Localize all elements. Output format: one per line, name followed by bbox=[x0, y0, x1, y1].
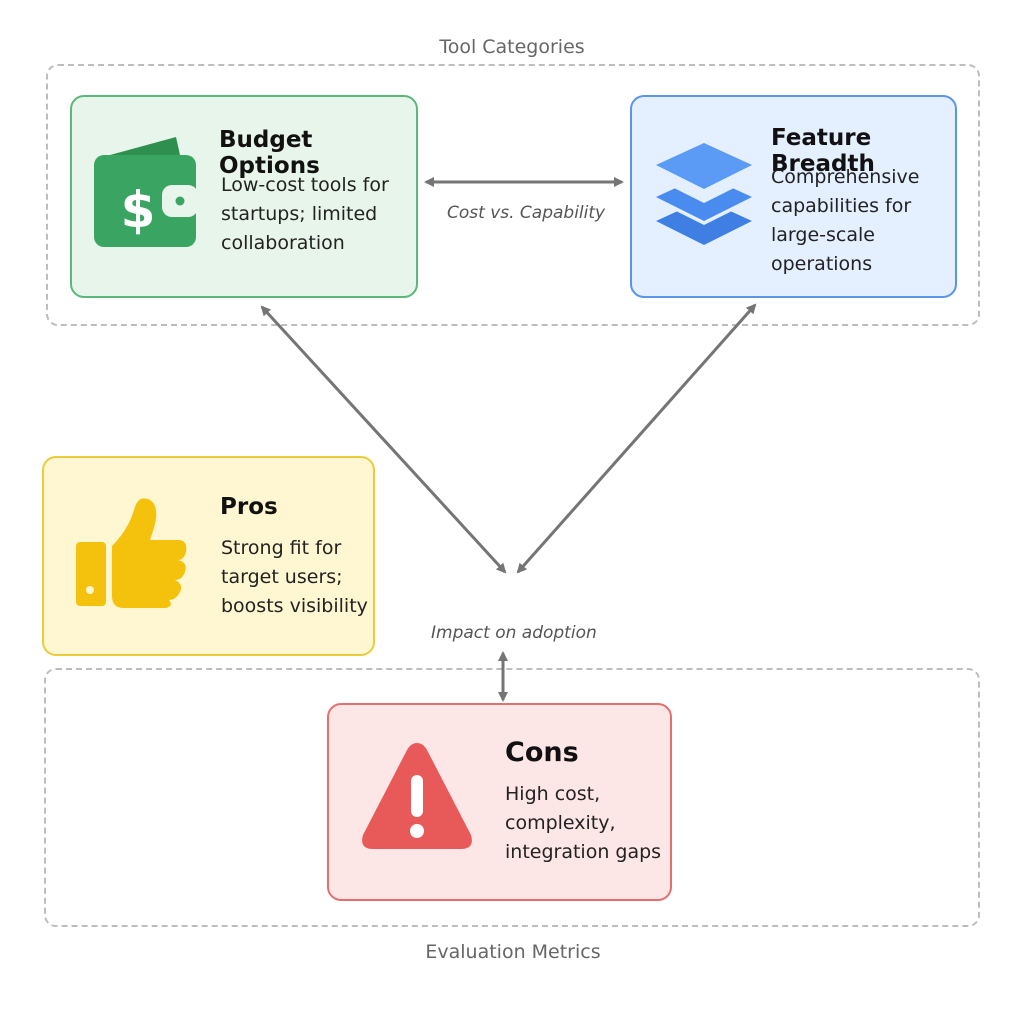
pros-title: Pros bbox=[220, 494, 278, 520]
cons-title: Cons bbox=[505, 737, 579, 768]
tool-categories-label: Tool Categories bbox=[439, 36, 585, 58]
tool-categories-group bbox=[46, 64, 980, 326]
warning-triangle-icon bbox=[359, 739, 475, 857]
evaluation-metrics-label: Evaluation Metrics bbox=[425, 941, 601, 963]
cons-description: High cost, complexity, integration gaps bbox=[505, 783, 662, 863]
cons-card: Cons High cost, complexity, integration … bbox=[327, 703, 672, 901]
layers-stack-icon bbox=[654, 141, 754, 253]
feature-breadth-title: Feature Breadth bbox=[771, 125, 875, 177]
budget-options-description: Low-cost tools for startups; limited col… bbox=[221, 174, 389, 254]
pros-card: Pros Strong fit for target users; boosts… bbox=[42, 456, 375, 656]
impact-adoption-label: Impact on adoption bbox=[431, 623, 597, 643]
wallet-dollar-icon: $ bbox=[92, 135, 204, 253]
feature-breadth-description: Comprehensive capabilities for large-sca… bbox=[771, 166, 920, 275]
budget-options-title: Budget Options bbox=[219, 127, 320, 179]
cost-capability-label: Cost vs. Capability bbox=[447, 203, 606, 223]
pros-description: Strong fit for target users; boosts visi… bbox=[221, 537, 368, 617]
feature-breadth-card: Feature Breadth Comprehensive capabiliti… bbox=[630, 95, 957, 298]
thumbs-up-icon bbox=[74, 494, 190, 614]
budget-adoption-arrow bbox=[260, 305, 507, 574]
svg-text:$: $ bbox=[121, 181, 156, 239]
budget-options-card: $ Budget Options Low-cost tools for star… bbox=[70, 95, 418, 298]
evaluation-metrics-group bbox=[44, 668, 980, 927]
feature-adoption-arrow bbox=[516, 303, 757, 574]
